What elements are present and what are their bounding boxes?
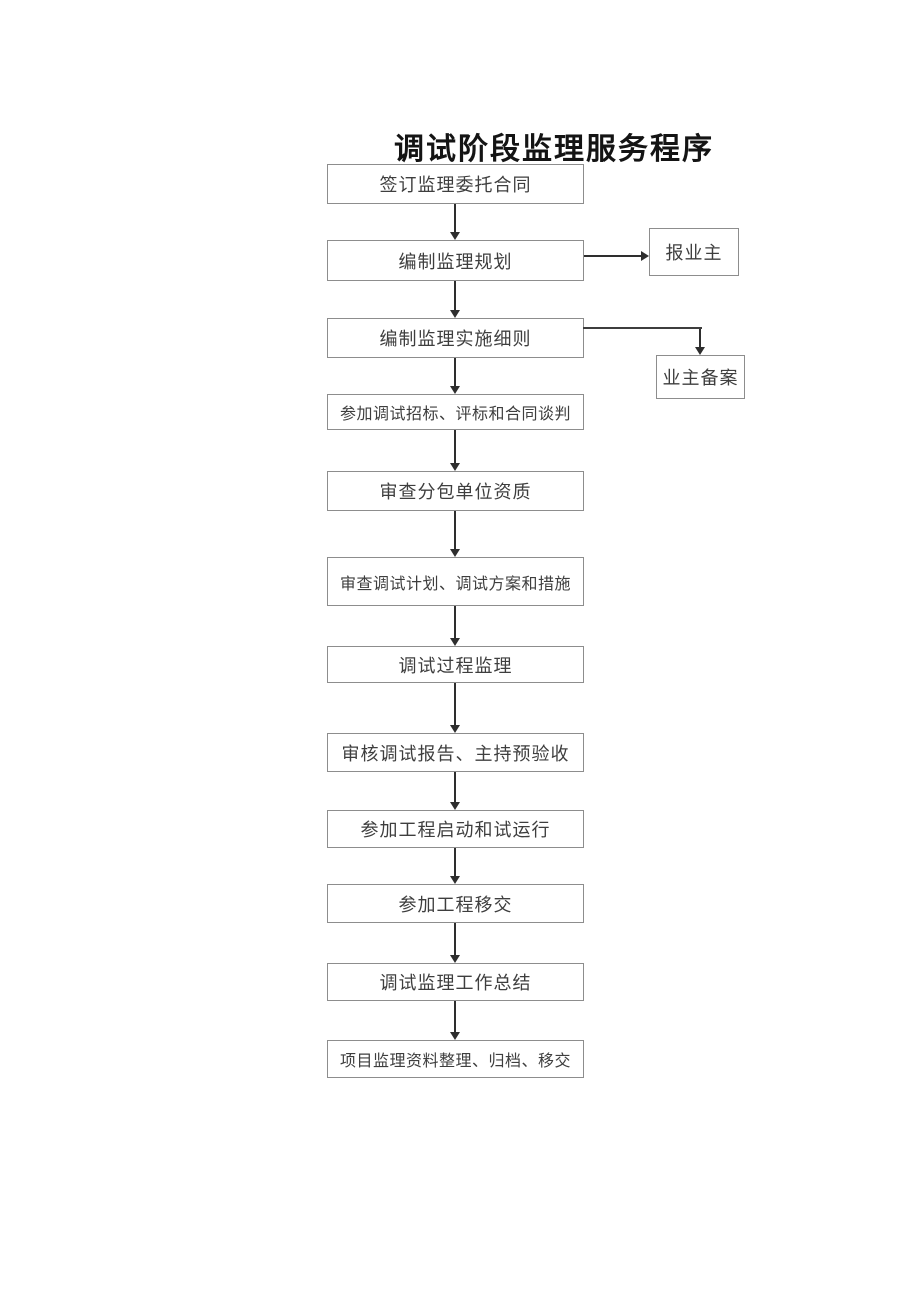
elbow-line-rules-to-filing	[583, 327, 702, 329]
step-review-report-preacceptance: 审核调试报告、主持预验收	[327, 733, 584, 772]
arrow-rules-to-owner-filing	[695, 329, 705, 355]
step-review-commissioning-plans: 审查调试计划、调试方案和措施	[327, 557, 584, 606]
arrow-step9-to-step10	[450, 848, 460, 884]
arrow-plan-to-report-owner	[584, 250, 649, 262]
step-join-project-handover: 参加工程移交	[327, 884, 584, 923]
diagram-title: 调试阶段监理服务程序	[394, 133, 714, 166]
arrow-step1-to-step2	[450, 204, 460, 240]
branch-report-to-owner: 报业主	[649, 228, 739, 276]
step-review-subcontractor-qualifications: 审查分包单位资质	[327, 471, 584, 511]
arrow-step6-to-step7	[450, 606, 460, 646]
step-commissioning-process-supervision: 调试过程监理	[327, 646, 584, 683]
step-sign-supervision-contract: 签订监理委托合同	[327, 164, 584, 204]
arrow-step4-to-step5	[450, 430, 460, 471]
arrow-step5-to-step6	[450, 511, 460, 557]
branch-owner-filing: 业主备案	[656, 355, 745, 399]
arrow-step8-to-step9	[450, 772, 460, 810]
step-supervision-work-summary: 调试监理工作总结	[327, 963, 584, 1001]
step-archive-and-handover-documents: 项目监理资料整理、归档、移交	[327, 1040, 584, 1078]
arrow-step3-to-step4	[450, 358, 460, 394]
arrow-step7-to-step8	[450, 683, 460, 733]
arrow-step2-to-step3	[450, 281, 460, 318]
step-join-startup-trial-run: 参加工程启动和试运行	[327, 810, 584, 848]
arrow-step10-to-step11	[450, 923, 460, 963]
step-prepare-implementation-rules: 编制监理实施细则	[327, 318, 584, 358]
step-join-bidding-and-negotiation: 参加调试招标、评标和合同谈判	[327, 394, 584, 430]
arrow-step11-to-step12	[450, 1001, 460, 1040]
step-prepare-supervision-plan: 编制监理规划	[327, 240, 584, 281]
